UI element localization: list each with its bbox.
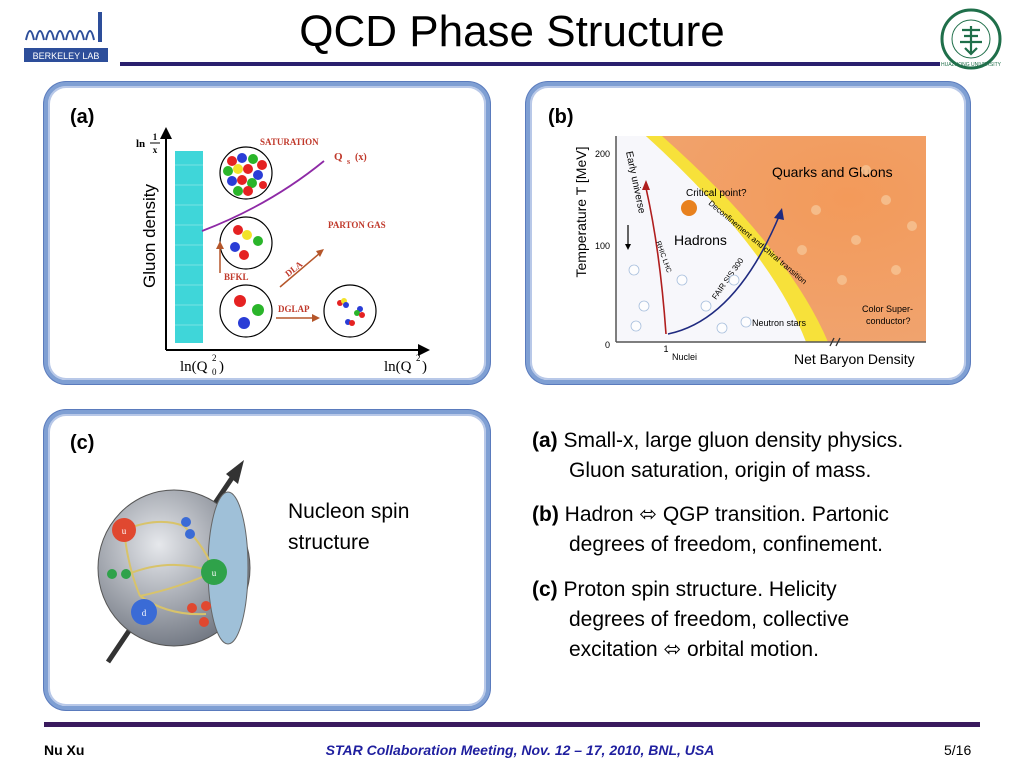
saturation-label: SATURATION — [260, 137, 319, 147]
title-rule — [120, 62, 940, 66]
temperature-axis-label: Temperature T [MeV] — [573, 146, 589, 278]
x-axis-arrowhead — [418, 344, 430, 356]
desc-b-arrow-icon: ⬄ — [639, 503, 657, 526]
qs-label: Q — [334, 151, 343, 163]
panel-a-label: (a) — [70, 106, 95, 128]
quark-d-1 — [131, 599, 157, 625]
critical-point-label: Critical point? — [686, 188, 747, 199]
dilute-particles — [234, 295, 264, 329]
panel-c-label: (c) — [70, 432, 95, 454]
color-superconductor-label-1: Color Super- — [862, 304, 913, 314]
x-right-sup: 2 — [416, 353, 421, 363]
desc-b-text2: QGP transition. Partonic — [656, 503, 889, 526]
quark-u-2-label: u — [212, 568, 217, 578]
quark-u-2 — [201, 559, 227, 585]
parton-circle — [219, 216, 273, 270]
net-baryon-density-label: Net Baryon Density — [794, 351, 915, 367]
cyan-bar — [175, 151, 203, 343]
dglap-label: DGLAP — [278, 304, 310, 314]
desc-c-text3b: orbital motion. — [681, 638, 819, 661]
x-right-label: ln(Q — [384, 359, 412, 375]
quarks-gluons-label: Quarks and Gluons — [772, 164, 893, 180]
quark-d-1-label: d — [142, 608, 147, 618]
dla-arrow — [279, 252, 321, 288]
y-top-label: ln — [136, 138, 145, 150]
nucleon-spin-diagram: u u d — [97, 460, 251, 664]
rhic-lhc-trajectory — [645, 187, 667, 335]
transition-band — [646, 136, 828, 342]
hadrons-label: Hadrons — [674, 232, 727, 248]
desc-c-text1: Proton spin structure. Helicity — [557, 578, 837, 601]
tick-100: 100 — [595, 241, 610, 251]
footer-meeting: STAR Collaboration Meeting, Nov. 12 – 17… — [325, 742, 715, 758]
nucleon-spin-caption-1: Nucleon spin — [288, 500, 410, 523]
qs-sub-label: s — [347, 157, 350, 166]
tick-1: 1 — [663, 344, 668, 354]
small-particle-circle — [323, 284, 377, 338]
small-particles — [337, 298, 365, 326]
x-left-close: ) — [219, 359, 224, 375]
desc-c-label: (c) — [532, 578, 558, 601]
huazhong-university-logo: HUAZHONG UNIVERSITY — [940, 8, 1002, 70]
desc-b-text1: Hadron — [558, 503, 640, 526]
desc-a-line2: Gluon saturation, origin of mass. — [569, 459, 872, 482]
qgp-bubbles — [797, 165, 917, 285]
footer-author: Nu Xu — [44, 742, 85, 758]
tick-0: 0 — [605, 340, 610, 350]
qs-arg-label: (x) — [355, 152, 367, 163]
nucleon-spin-caption-2: structure — [288, 531, 370, 554]
berkeley-lab-logo: BERKELEY LAB — [20, 8, 112, 66]
tick-200: 200 — [595, 149, 610, 159]
quark-u-1 — [112, 518, 136, 542]
qgp-region — [616, 136, 926, 342]
slide-title: QCD Phase Structure — [299, 7, 725, 56]
desc-a-text1: Small-x, large gluon density physics. — [557, 429, 904, 452]
parton-gas-label: PARTON GAS — [328, 220, 386, 230]
x-right-close: ) — [422, 359, 427, 375]
y-axis-arrowhead — [160, 127, 172, 139]
desc-c-line1: (c) Proton spin structure. Helicity — [532, 575, 837, 605]
logo-right-text: HUAZHONG UNIVERSITY — [941, 62, 1002, 68]
saturation-curve — [201, 160, 325, 232]
critical-point-marker — [681, 200, 697, 216]
x-left-label: ln(Q — [180, 359, 208, 375]
parton-particles — [230, 225, 263, 260]
nuclei-label: Nuclei — [672, 352, 697, 362]
desc-a-line1: (a) Small-x, large gluon density physics… — [532, 426, 903, 456]
footer-page-number: 5/16 — [944, 742, 972, 758]
desc-c-text3a: excitation — [569, 638, 664, 661]
neutron-stars-label: Neutron stars — [752, 318, 807, 328]
spin-arrowhead — [226, 460, 244, 484]
dilute-circle — [219, 284, 273, 338]
y-top-frac-den: x — [153, 145, 158, 155]
x-left-sup: 2 — [212, 353, 217, 363]
hadron-bubbles — [628, 264, 752, 334]
gluon-density-label: Gluon density — [140, 184, 159, 288]
fair-trajectory — [667, 213, 781, 335]
qcd-phase-diagram: 200 100 0 1 Nuclei Net Baryon Density Qu… — [595, 136, 926, 367]
quark-u-1-label: u — [122, 526, 127, 536]
desc-c-line2: degrees of freedom, collective — [569, 608, 850, 631]
bfkl-label: BFKL — [224, 272, 249, 282]
footer-rule — [44, 722, 980, 727]
saturation-particles — [223, 153, 267, 196]
panel-b-label: (b) — [548, 106, 574, 128]
color-superconductor-label-2: conductor? — [866, 316, 911, 326]
desc-a-label: (a) — [532, 429, 558, 452]
logo-left-text: BERKELEY LAB — [33, 51, 100, 61]
gluon-density-diagram: ln 1 x SATURATION Q s (x) PARTON GAS BFK… — [136, 127, 430, 377]
cyan-bar-stripes — [175, 164, 203, 326]
desc-c-line3: excitation ⬄ orbital motion. — [569, 635, 819, 665]
y-top-frac-num: 1 — [153, 132, 158, 142]
desc-b-line2: degrees of freedom, confinement. — [569, 533, 884, 556]
desc-c-arrow-icon: ⬄ — [663, 638, 682, 661]
x-left-sub: 0 — [212, 367, 217, 377]
desc-b-line1: (b) Hadron ⬄ QGP transition. Partonic — [532, 500, 889, 530]
desc-b-label: (b) — [532, 503, 559, 526]
